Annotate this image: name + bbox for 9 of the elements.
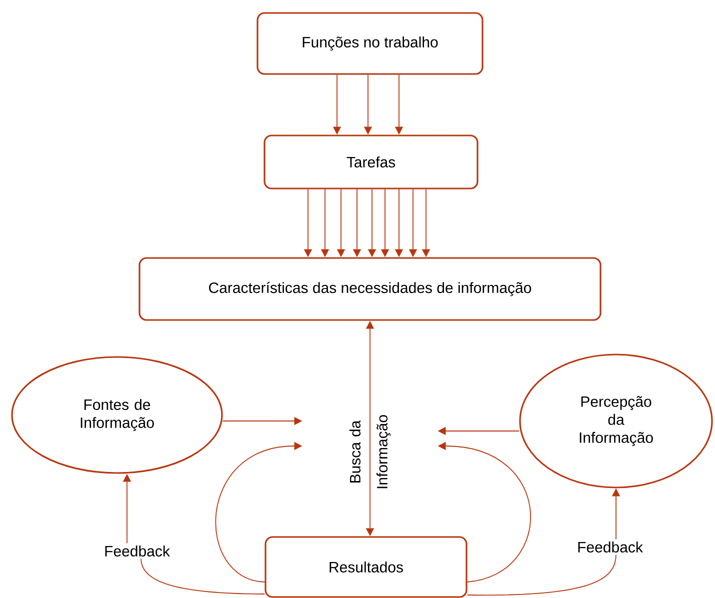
ellipse-node: Fontes de Informação [11,356,223,474]
ellipse-node: Percepção da Informação [519,354,713,488]
process-box: Funções no trabalho [256,12,484,75]
feedback-text: Feedback [105,546,170,556]
process-box: Resultados [264,536,468,598]
feedback-text: Feedback [578,542,643,552]
vertical-text: Busca da Informação [349,415,391,488]
process-box: Características das necessidades de informação [138,257,602,321]
process-box: Tarefas [264,134,478,190]
